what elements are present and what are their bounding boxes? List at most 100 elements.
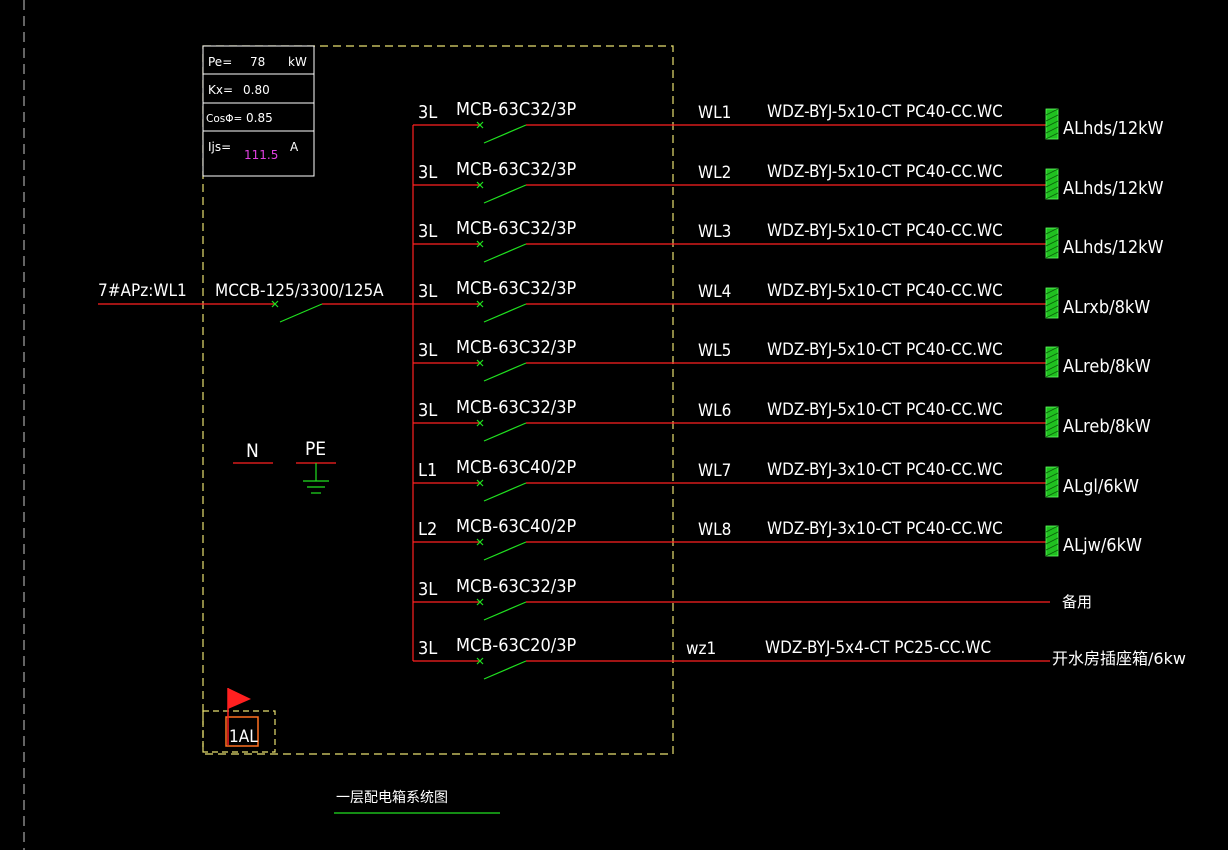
kx-value: 0.80 xyxy=(243,83,270,97)
circuit-load: ALhds/12kW xyxy=(1063,237,1164,258)
load-block-hatch xyxy=(1045,537,1059,545)
load-block-hatch xyxy=(1045,466,1059,474)
pe-label: Pe= xyxy=(208,55,232,69)
load-block-hatch xyxy=(1045,132,1059,140)
circuit-phase: 3L xyxy=(418,340,437,361)
circuit-phase: 3L xyxy=(418,221,437,242)
breaker-blade xyxy=(483,541,527,561)
circuit-phase: 3L xyxy=(418,162,437,183)
circuit-breaker: MCB-63C32/3P xyxy=(456,576,577,597)
circuit-cable: WDZ-BYJ-5x10-CT PC40-CC.WC xyxy=(767,102,1003,122)
load-block-hatch xyxy=(1045,424,1059,432)
circuit-phase: 3L xyxy=(418,281,437,302)
ijs-value: 111.5 xyxy=(244,148,278,162)
pe-unit: kW xyxy=(288,55,307,69)
load-block-hatch xyxy=(1045,287,1059,295)
breaker-cross xyxy=(476,300,484,308)
breaker-cross xyxy=(476,240,484,248)
pe-value: 78 xyxy=(250,55,265,69)
circuit-cable: WDZ-BYJ-3x10-CT PC40-CC.WC xyxy=(767,519,1003,539)
load-block-hatch xyxy=(1045,352,1059,360)
circuit-row: 3L MCB-63C32/3P 备用 xyxy=(413,576,1092,621)
circuit-phase: 3L xyxy=(418,400,437,421)
kx-label: Kx= xyxy=(208,83,233,97)
load-block-hatch xyxy=(1045,233,1059,241)
breaker-cross xyxy=(476,181,484,189)
load-block-hatch xyxy=(1045,114,1059,122)
cos-value: 0.85 xyxy=(246,111,273,125)
load-block-hatch xyxy=(1045,346,1059,354)
circuit-cable: WDZ-BYJ-5x10-CT PC40-CC.WC xyxy=(767,400,1003,420)
circuit-breaker: MCB-63C32/3P xyxy=(456,337,577,358)
load-block-hatch xyxy=(1045,358,1059,366)
panel-tag: 1AL xyxy=(229,727,258,747)
load-block-hatch xyxy=(1045,126,1059,134)
load-block-hatch xyxy=(1045,227,1059,235)
circuit-id: WL1 xyxy=(698,103,731,123)
circuit-breaker: MCB-63C32/3P xyxy=(456,218,577,239)
circuit-phase: L1 xyxy=(418,460,437,481)
load-block-hatch xyxy=(1045,549,1059,557)
circuit-id: WL7 xyxy=(698,461,731,481)
incoming-feeder: 7#APz:WL1 MCCB-125/3300/125A xyxy=(98,281,413,323)
load-block-hatch xyxy=(1045,531,1059,539)
circuit-phase: 3L xyxy=(418,638,437,659)
load-block-hatch xyxy=(1045,174,1059,182)
circuit-cable: WDZ-BYJ-5x10-CT PC40-CC.WC xyxy=(767,340,1003,360)
ijs-label: Ijs= xyxy=(208,140,231,154)
circuit-phase: 3L xyxy=(418,579,437,600)
breaker-blade xyxy=(483,124,527,144)
load-block-hatch xyxy=(1045,293,1059,301)
load-block-hatch xyxy=(1045,108,1059,116)
circuit-load: 备用 xyxy=(1062,593,1092,611)
load-block-hatch xyxy=(1045,525,1059,533)
load-block-hatch xyxy=(1045,478,1059,486)
diagram-caption: 一层配电箱系统图 xyxy=(336,790,448,806)
cos-label: CosΦ= xyxy=(206,113,242,125)
load-block-hatch xyxy=(1045,120,1059,128)
circuit-cable: WDZ-BYJ-5x10-CT PC40-CC.WC xyxy=(767,281,1003,301)
ijs-unit: A xyxy=(290,140,299,154)
circuit-load: ALjw/6kW xyxy=(1063,535,1142,556)
circuit-cable: WDZ-BYJ-3x10-CT PC40-CC.WC xyxy=(767,460,1003,480)
circuit-breaker: MCB-63C32/3P xyxy=(456,397,577,418)
circuit-breaker: MCB-63C32/3P xyxy=(456,159,577,180)
circuit-breaker: MCB-63C40/2P xyxy=(456,457,577,478)
circuit-load: ALhds/12kW xyxy=(1063,118,1164,139)
load-block-hatch xyxy=(1045,239,1059,247)
circuit-id: WL3 xyxy=(698,222,731,242)
circuit-id: WL4 xyxy=(698,282,731,302)
breaker-blade xyxy=(483,184,527,204)
circuit-cable: WDZ-BYJ-5x10-CT PC40-CC.WC xyxy=(767,221,1003,241)
circuit-cable: WDZ-BYJ-5x10-CT PC40-CC.WC xyxy=(767,162,1003,182)
breaker-blade xyxy=(483,422,527,442)
neutral-label: N xyxy=(246,440,259,462)
load-block-hatch xyxy=(1045,364,1059,372)
load-block-hatch xyxy=(1045,370,1059,378)
panel-tag-box xyxy=(225,716,259,747)
circuit-id: WL2 xyxy=(698,163,731,183)
load-block-hatch xyxy=(1045,472,1059,480)
circuit-row: 3L MCB-63C32/3P WL3 WDZ-BYJ-5x10-CT PC40-CC… xyxy=(413,218,1164,263)
load-block-hatch xyxy=(1045,412,1059,420)
breaker-cross xyxy=(476,121,484,129)
circuit-breaker: MCB-63C40/2P xyxy=(456,516,577,537)
incoming-breaker: MCCB-125/3300/125A xyxy=(215,281,384,301)
breaker-cross xyxy=(476,657,484,665)
breaker-blade xyxy=(483,601,527,621)
circuit-breaker: MCB-63C32/3P xyxy=(456,99,577,120)
panel-tag-dashed-box xyxy=(202,710,276,753)
parameter-table: Pe= 78 kW Kx= 0.80 CosΦ= 0.85 Ijs= 111.5… xyxy=(202,45,315,177)
panel-frame xyxy=(202,45,674,755)
load-block-hatch xyxy=(1045,186,1059,194)
circuit-load: ALrxb/8kW xyxy=(1063,297,1150,318)
circuit-breaker: MCB-63C32/3P xyxy=(456,278,577,299)
flag-icon xyxy=(228,688,251,709)
